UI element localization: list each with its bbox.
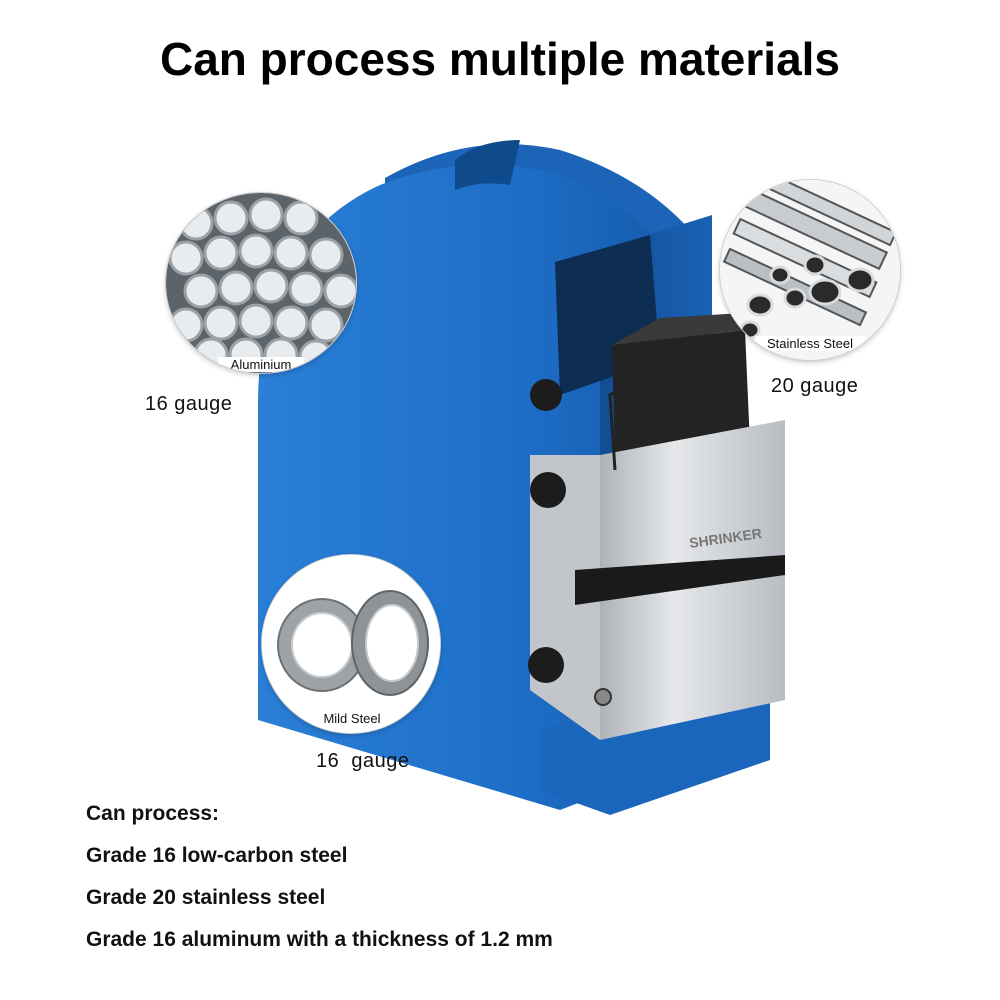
stainless-steel-gauge: 20 gauge — [771, 375, 859, 397]
capability-item: Grade 16 aluminum with a thickness of 1.… — [86, 928, 553, 951]
upper-knob-icon — [530, 472, 566, 508]
aluminium-label: Aluminium — [218, 357, 304, 372]
capabilities-list: Can process: Grade 16 low-carbon steel G… — [86, 800, 553, 968]
stainless-steel-label: Stainless Steel — [755, 336, 865, 351]
mild-steel-label: Mild Steel — [310, 711, 394, 726]
aluminium-tubes-icon — [166, 193, 356, 373]
side-knob-icon — [530, 379, 562, 411]
capability-item: Grade 16 low-carbon steel — [86, 844, 348, 867]
stainless-steel-tubes-icon — [720, 180, 900, 360]
capabilities-heading: Can process: — [86, 802, 220, 825]
mild-steel-sample-bubble: Mild Steel — [262, 555, 440, 733]
mild-steel-rings-icon — [262, 555, 440, 733]
page-title: Can process multiple materials — [159, 33, 841, 85]
lower-knob-icon — [528, 647, 564, 683]
capability-item: Grade 20 stainless steel — [86, 886, 326, 909]
aluminium-sample-bubble: Aluminium — [166, 193, 356, 373]
aluminium-gauge: 16 gauge — [145, 393, 233, 415]
stainless-steel-sample-bubble: Stainless Steel — [720, 180, 900, 360]
mild-steel-gauge: 16 gauge — [316, 750, 410, 772]
